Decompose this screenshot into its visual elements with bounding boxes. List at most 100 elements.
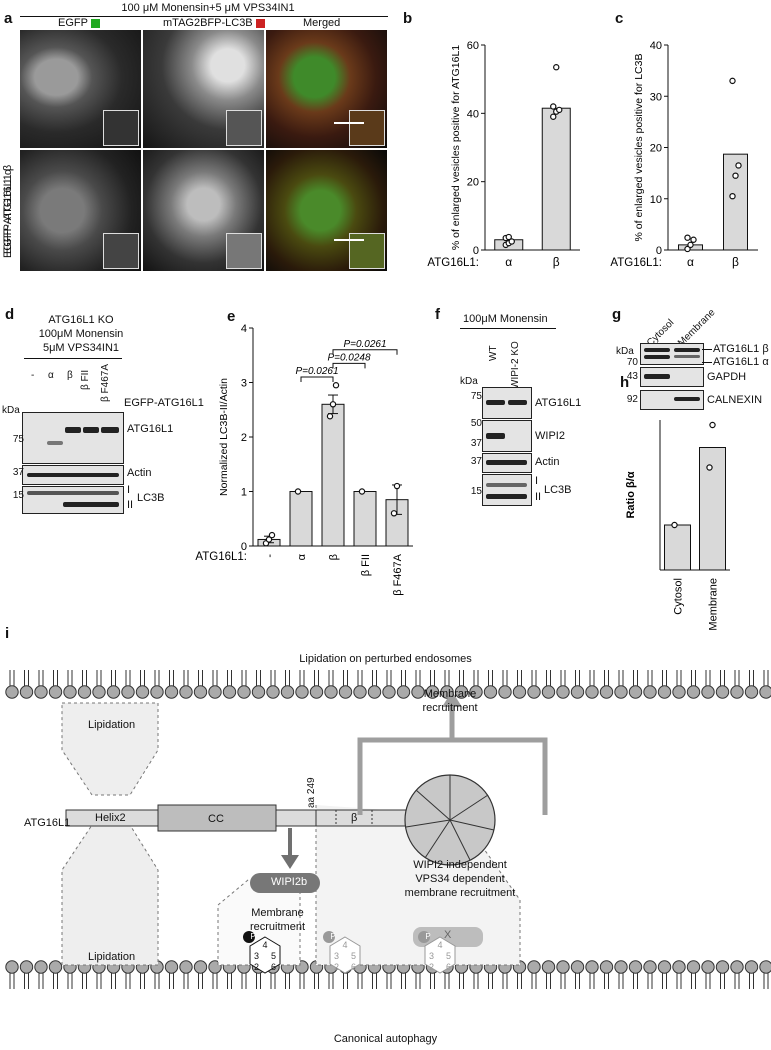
y-tick-label: 20 [650,143,662,155]
y-tick-label: 2 [241,432,247,444]
scale-bar-beta [334,239,364,241]
lipid-head [164,685,179,699]
panel-a-row-beta-text: EGFP-ATG16L1 β [2,164,14,254]
blot-g-leader-beta [702,349,712,350]
blot-f-wipi2 [482,420,532,452]
lipid-head [657,685,672,699]
lipid-head [338,685,353,699]
panel-g-lane-2: Membrane [676,303,718,349]
panel-d-header-line2: 100μM Monensin [38,328,124,340]
data-point [268,531,276,539]
panel-label-b: b [403,10,413,27]
independent-line2: VPS34 dependent [415,873,505,885]
pvalue-label: P=0.0261 [295,366,338,377]
panel-d-lane-4: β FII [80,362,94,392]
lipid-head [570,685,585,699]
data-point [706,464,713,471]
y-tick-label: 10 [650,194,662,206]
lipid-head [19,960,34,974]
panel-d-lane-5: β F467A [100,362,114,404]
data-point [332,382,340,389]
membrane-top [5,670,771,699]
data-point [508,238,515,245]
lipid-head [5,685,19,699]
atg16l1-bar-c [315,809,411,827]
lipid-head [251,685,266,699]
lipid-head [570,960,585,974]
blot-f-label-wipi2: WIPI2 [535,430,565,442]
data-point [393,482,401,490]
panel-i-x: X [444,929,452,941]
lipid-head [628,960,643,974]
x-tick-label: α [505,255,512,269]
lipid-head [686,685,701,699]
panel-i-beta: β [351,812,358,824]
blot-d-lc3b [22,486,124,514]
p-label-2: P [330,932,336,941]
pvalue-label: P=0.0261 [343,339,386,350]
blot-f-lc3b [482,474,532,506]
lipid-head [92,685,106,699]
lipid-head [353,685,367,699]
lipid-head [150,685,164,699]
micrograph-beta-merged [266,150,387,271]
blot-d-band-I: I [127,484,131,496]
panel-f-lane-1: WT [488,333,502,363]
lipid-head [672,960,686,974]
p-label-3: P [425,932,431,941]
lipid-head [193,685,208,699]
lipid-head [614,960,628,974]
micrograph-alpha-egfp [20,30,141,148]
lipid-head [193,960,208,974]
data-point [553,64,560,71]
panel-i-independent: WIPI2 independent VPS34 dependent membra… [400,858,520,900]
lipid-head [672,685,686,699]
panel-d-header: ATG16L1 KO 100μM Monensin 5μM VPS34IN1 [38,313,124,355]
cc-domain [157,804,277,832]
lipid-head [527,685,541,699]
inset-beta-lc3b [226,233,262,269]
panel-g-kda: kDa [616,346,634,357]
mw-g-92: 92 [626,394,638,405]
inset-alpha-merged [349,110,385,146]
lipid-head [77,685,92,699]
data-point [684,234,691,241]
blot-d-label-lc3b: LC3B [137,492,165,504]
y-tick-label: 20 [467,177,479,189]
data-point [729,77,736,85]
data-point [735,162,742,169]
x-prefix-label: ATG16L1: [195,551,247,563]
panel-a-treatment-line [20,16,388,17]
panel-a-col-lc3b: mTAG2BFP-LC3B [163,17,265,29]
data-point [329,401,337,408]
y-tick-label: 60 [467,40,479,52]
data-point [690,236,697,243]
bar-0 [664,524,691,571]
panel-d-lane-1: - [31,370,35,381]
phosphate-icon-2 [323,931,335,943]
micrograph-beta-egfp [20,150,141,271]
blot-f-label-actin: Actin [535,456,560,468]
y-tick-label: 40 [467,108,479,120]
y-tick-label: 40 [650,40,662,52]
lipid-head [34,960,48,974]
y-axis-label: Normalized LC3B-II/Actin [218,378,230,496]
data-point [556,106,563,114]
lipid-head [208,685,222,699]
x-tick-label: β FII [360,554,372,576]
lipid-head [585,960,599,974]
lipid-head [411,685,425,699]
data-point [390,510,398,517]
pvalue-label: P=0.0248 [327,352,371,363]
lipid-head [454,685,469,699]
lipid-head [237,685,251,699]
lipid-head [121,685,135,699]
x-prefix-label: ATG16L1: [610,257,662,269]
lipid-head [367,685,382,699]
blot-g-leader-alpha [702,362,712,363]
lipid-head [63,685,77,699]
lipidation-bottom-shape [61,824,159,966]
panel-a-treatment: 100 μM Monensin+5 μM VPS34IN1 [121,2,295,14]
inset-alpha-lc3b [226,110,262,146]
